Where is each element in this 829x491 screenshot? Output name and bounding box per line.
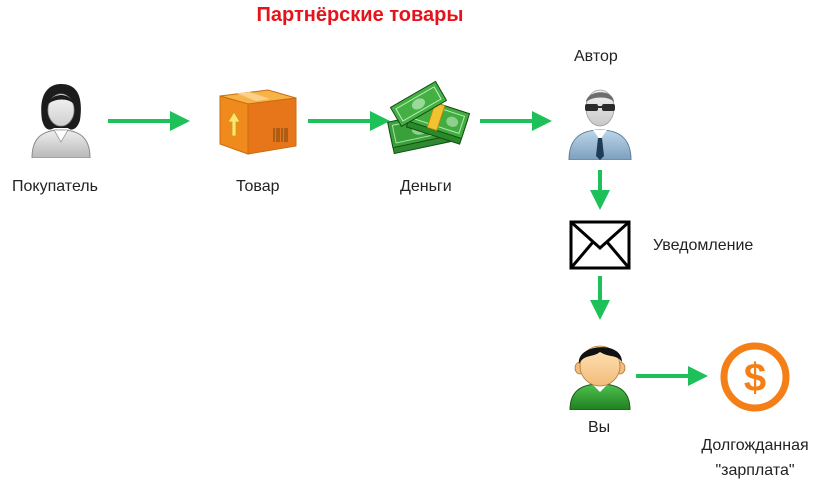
diagram-title: Партнёрские товары [256,4,464,26]
notification-label: Уведомление [653,237,754,254]
arrow-money-to-author [480,111,552,131]
arrow-notification-to-you [590,276,610,320]
envelope-icon [569,220,631,270]
author-icon [568,89,632,160]
money-label: Деньги [400,178,452,195]
buyer-icon [31,84,91,158]
money-icon [387,80,471,155]
box-icon [219,89,297,155]
arrow-author-to-notification [590,170,610,210]
salary-label-line1: Долгожданная [701,437,809,454]
buyer-label: Покупатель [12,178,98,195]
dollar-icon: $ [720,342,790,412]
svg-text:$: $ [744,356,766,400]
arrow-product-to-money [308,111,390,131]
arrow-buyer-to-product [108,111,190,131]
arrow-you-to-salary [636,366,708,386]
salary-label-line2: "зарплата" [715,462,795,479]
salary-label: Долгожданная "зарплата" [690,433,820,483]
product-label: Товар [236,178,280,195]
user-icon [569,345,631,410]
author-label: Автор [574,48,618,65]
you-label: Вы [588,419,611,436]
